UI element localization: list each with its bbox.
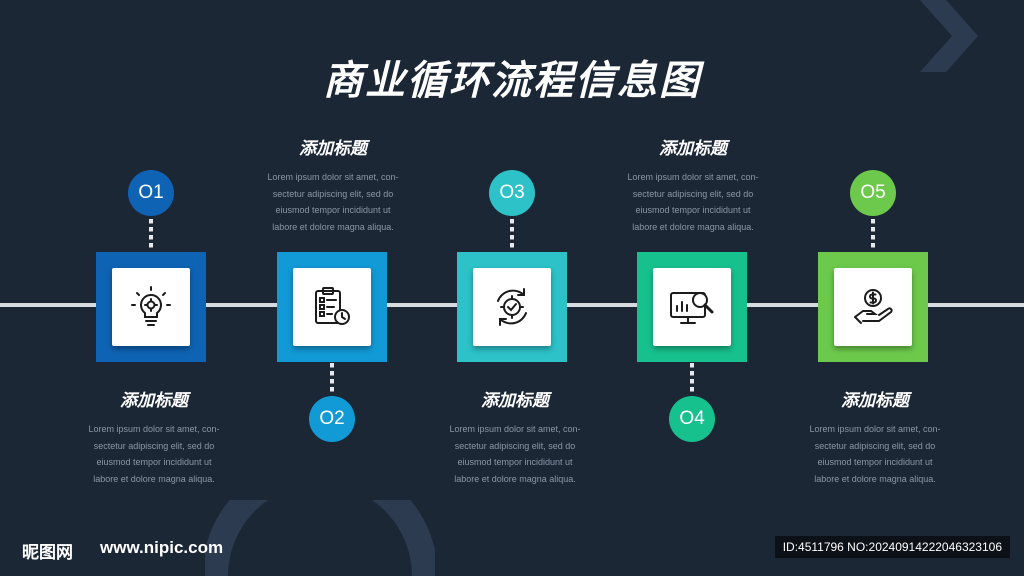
- step-description: Lorem ipsum dolor sit amet, con- sectetu…: [809, 424, 941, 484]
- step-node: [96, 252, 206, 362]
- step-heading: 添加标题: [841, 391, 909, 411]
- watermark-id: ID:4511796 NO:20240914222046323106: [774, 536, 1010, 558]
- step-node: [818, 252, 928, 362]
- watermark-logo: 昵图网: [22, 543, 73, 563]
- dotted-connector: [149, 219, 153, 251]
- gear-cycle-check-icon: [497, 288, 527, 326]
- step-text-block: 添加标题 Lorem ipsum dolor sit amet, con- se…: [430, 386, 600, 487]
- step-heading: 添加标题: [659, 139, 727, 159]
- step-node: [277, 252, 387, 362]
- arc-decoration: [205, 500, 435, 576]
- step-text-block: 添加标题 Lorem ipsum dolor sit amet, con- se…: [69, 386, 239, 487]
- step-number-badge: O1: [128, 170, 174, 216]
- dotted-connector: [330, 363, 334, 395]
- chevron-decoration-icon: [920, 0, 978, 72]
- step-heading: 添加标题: [299, 139, 367, 159]
- dotted-connector: [871, 219, 875, 251]
- monitor-analytics-icon: [670, 292, 714, 324]
- hand-dollar-icon: [854, 289, 893, 324]
- step-number-badge: O5: [850, 170, 896, 216]
- step-number-badge: O2: [309, 396, 355, 442]
- step-number-badge: O3: [489, 170, 535, 216]
- step-node: [637, 252, 747, 362]
- step-heading: 添加标题: [481, 391, 549, 411]
- lightbulb-gear-icon: [131, 286, 171, 326]
- step-text-block: 添加标题 Lorem ipsum dolor sit amet, con- se…: [248, 134, 418, 235]
- step-description: Lorem ipsum dolor sit amet, con- sectetu…: [267, 172, 399, 232]
- dotted-connector: [510, 219, 514, 251]
- step-description: Lorem ipsum dolor sit amet, con- sectetu…: [627, 172, 759, 232]
- step-node: [457, 252, 567, 362]
- step-description: Lorem ipsum dolor sit amet, con- sectetu…: [88, 424, 220, 484]
- step-text-block: 添加标题 Lorem ipsum dolor sit amet, con- se…: [790, 386, 960, 487]
- step-description: Lorem ipsum dolor sit amet, con- sectetu…: [449, 424, 581, 484]
- step-number-badge: O4: [669, 396, 715, 442]
- page-title: 商业循环流程信息图: [323, 58, 701, 104]
- watermark-url: www.nipic.com: [100, 538, 224, 557]
- dotted-connector: [690, 363, 694, 395]
- checklist-clock-icon: [315, 287, 350, 325]
- step-text-block: 添加标题 Lorem ipsum dolor sit amet, con- se…: [608, 134, 778, 235]
- step-heading: 添加标题: [120, 391, 188, 411]
